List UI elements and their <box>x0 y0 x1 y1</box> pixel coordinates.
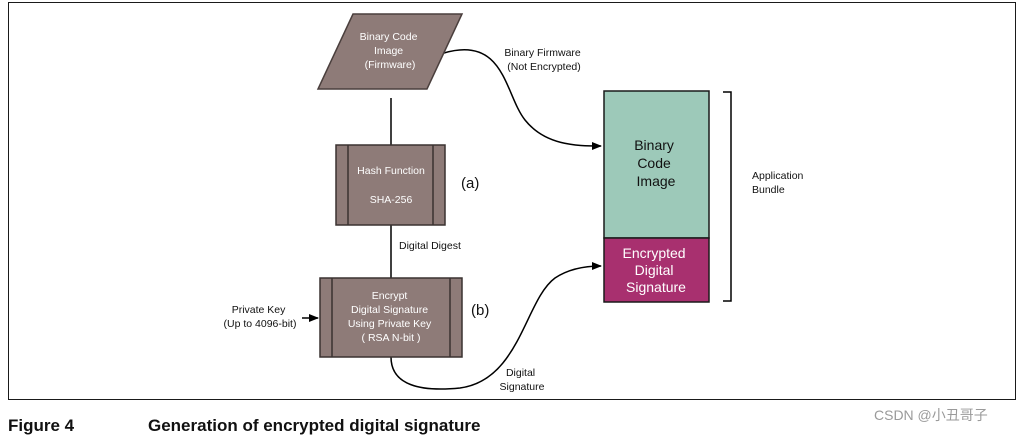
bundle-binary-code-image <box>603 90 710 239</box>
figure-title: Generation of encrypted digital signatur… <box>148 416 481 435</box>
application-bundle-line-1: Application <box>752 170 804 182</box>
bundle-encrypted-signature <box>603 237 710 303</box>
digital-signature-line-2: Signature <box>500 381 545 393</box>
encrypt-line-2: Digital Signature <box>351 304 428 316</box>
arrow-digital-signature <box>390 262 602 390</box>
application-bundle-bracket <box>723 91 732 302</box>
encrypt-box <box>319 277 463 358</box>
firmware-line-2: Image <box>374 45 403 57</box>
firmware-line-3: (Firmware) <box>365 59 416 71</box>
svg-text:Encrypt Digital Signature: Encrypt Digital Signature Using Private … <box>348 290 434 344</box>
figure-number: Figure 4 <box>8 416 75 435</box>
tag-b: (b) <box>471 302 489 319</box>
arrow-binary-firmware <box>443 49 602 150</box>
encrypt-line-3: Using Private Key <box>348 318 432 330</box>
encrypt-line-4: ( RSA N-bit ) <box>362 332 421 344</box>
tag-a: (a) <box>461 175 479 192</box>
binary-firmware-line-2: (Not Encrypted) <box>507 61 581 73</box>
hash-function-title: Hash Function <box>357 165 425 177</box>
private-key-line-2: (Up to 4096-bit) <box>224 318 297 330</box>
firmware-parallelogram <box>316 13 464 90</box>
bundle-signature-line-1: Encrypted <box>623 245 686 261</box>
bundle-image-line-1: Binary <box>634 137 674 153</box>
svg-text:Binary Firmware (Not Encry: Binary Firmware (Not Encrypted) <box>504 47 583 73</box>
application-bundle-line-2: Bundle <box>752 184 785 196</box>
digital-signature-line-1: Digital <box>506 367 535 379</box>
encrypt-line-1: Encrypt <box>372 290 408 302</box>
private-key-line-1: Private Key <box>232 304 286 316</box>
svg-text:Encrypted Digital Sign: Encrypted Digital Signature <box>623 245 690 295</box>
svg-text:Private Key (Up to 4096-bi: Private Key (Up to 4096-bit) <box>224 304 297 330</box>
bundle-image-line-3: Image <box>637 173 676 189</box>
hash-function-algo: SHA-256 <box>370 194 413 206</box>
hash-function-box <box>335 144 446 226</box>
svg-text:Binary Code Image (Fir: Binary Code Image (Firmware) <box>360 31 421 71</box>
binary-firmware-line-1: Binary Firmware <box>504 47 581 59</box>
watermark: CSDN @小丑哥子 <box>874 407 988 423</box>
svg-text:Digital Signature: Digital Signature <box>500 367 545 393</box>
firmware-line-1: Binary Code <box>360 31 418 43</box>
diagram-frame <box>8 2 1016 400</box>
bundle-image-line-2: Code <box>637 155 671 171</box>
svg-text:Binary Code Image: Binary Code Image <box>634 137 678 189</box>
bundle-signature-line-2: Digital <box>635 262 674 278</box>
bundle-signature-line-3: Signature <box>626 279 686 295</box>
svg-text:Application Bundle: Application Bundle <box>752 170 806 196</box>
label-digital-digest: Digital Digest <box>399 240 461 252</box>
